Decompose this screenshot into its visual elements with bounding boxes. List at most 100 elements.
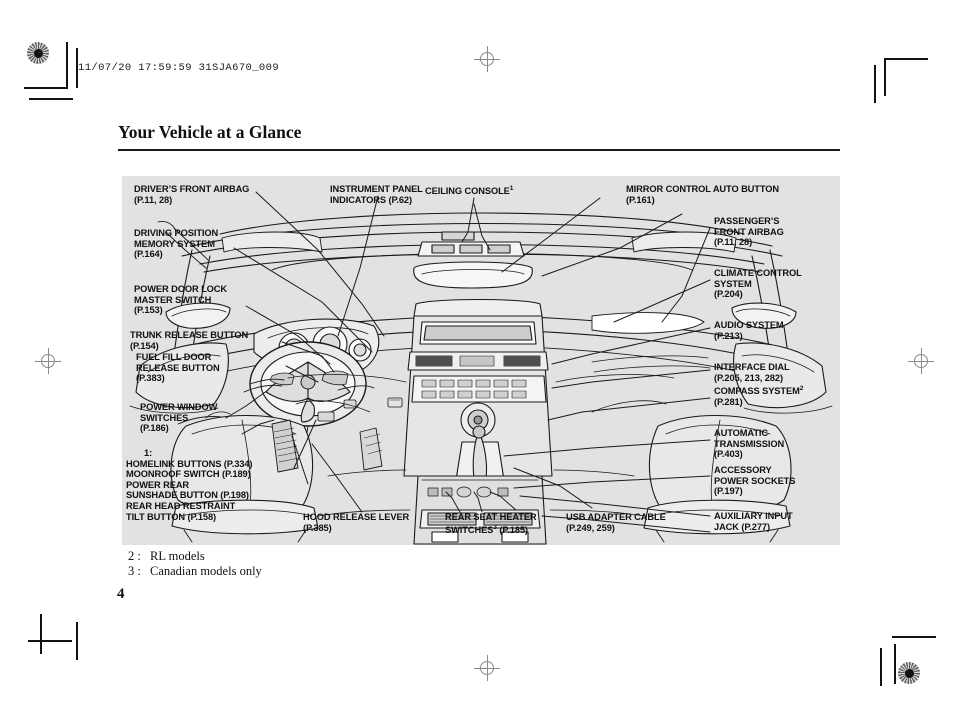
callout-line: INTERFACE DIAL: [714, 362, 790, 372]
page-number: 4: [117, 586, 125, 602]
callout-line: HOOD RELEASE LEVER: [303, 512, 410, 522]
registration-crosshair-right: [908, 348, 934, 374]
callout-line: MASTER SWITCH: [134, 294, 212, 305]
callout-power-window-switches: POWER WINDOW SWITCHES (P.186): [140, 402, 217, 434]
callout-mirror-control-auto-button: MIRROR CONTROL AUTO BUTTON (P.161): [626, 184, 779, 205]
callout-line: MIRROR CONTROL AUTO BUTTON: [626, 184, 780, 194]
callout-automatic-transmission: AUTOMATIC TRANSMISSION (P.403): [714, 428, 784, 460]
callout-line: INDICATORS (P.62): [330, 194, 412, 205]
crop-mark-top-right-bar: [874, 65, 876, 103]
callout-line: (P.249, 259): [566, 522, 615, 533]
callout-accessory-power-sockets: ACCESSORY POWER SOCKETS (P.197): [714, 465, 795, 497]
callout-interface-dial: INTERFACE DIAL (P.205, 213, 282): [714, 362, 790, 383]
footnote-number: 3 :: [128, 564, 141, 578]
callout-line: DRIVER’S FRONT AIRBAG: [134, 184, 250, 194]
callout-trunk-release-button: TRUNK RELEASE BUTTON (P.154): [130, 330, 248, 351]
callout-page-ref: (P.185): [499, 524, 528, 535]
page-title: Your Vehicle at a Glance: [118, 122, 302, 142]
callout-line: INSTRUMENT PANEL: [330, 184, 423, 194]
callout-line: TRUNK RELEASE BUTTON: [130, 330, 249, 340]
crop-mark-bottom-right-bar: [880, 648, 882, 686]
callout-driving-position-memory-system: DRIVING POSITION MEMORY SYSTEM (P.164): [134, 228, 218, 260]
callout-rear-seat-heater-switches: REAR SEAT HEATER SWITCHES3 (P.185): [445, 512, 537, 535]
callout-line: (P.154): [130, 340, 159, 351]
footnote-text: Canadian models only: [150, 564, 262, 578]
callout-line: TRANSMISSION: [714, 438, 785, 449]
callout-line: HOMELINK BUTTONS (P.334): [126, 458, 253, 469]
callout-hood-release-lever: HOOD RELEASE LEVER (P.385): [303, 512, 409, 533]
callout-line: AUXILIARY INPUT: [714, 511, 793, 521]
callout-usb-adapter-cable: USB ADAPTER CABLE (P.249, 259): [566, 512, 666, 533]
vehicle-interior-illustration: [129, 191, 833, 545]
footnote-marker-1: 1: [509, 185, 514, 192]
callout-line: DRIVING POSITION: [134, 228, 219, 238]
callout-line: POWER REAR: [126, 479, 190, 490]
callout-line: (P.164): [134, 249, 163, 260]
callout-line: USB ADAPTER CABLE: [566, 512, 666, 522]
callout-ceiling-console: CEILING CONSOLE1: [425, 184, 513, 197]
callout-line: SWITCHES: [140, 412, 189, 423]
crop-mark-bottom-right-vertical: [894, 644, 896, 684]
footnote-marker-2: 2: [799, 385, 804, 392]
callout-line: POWER WINDOW: [140, 402, 218, 412]
callout-group-one: 1: HOMELINK BUTTONS (P.334) MOONROOF SWI…: [126, 448, 253, 522]
callout-line: FUEL FILL DOOR: [136, 352, 212, 362]
callout-line: (P.153): [134, 305, 163, 316]
callout-line: SWITCHES3 (P.185): [445, 523, 537, 536]
crop-mark-top-right-vertical: [884, 58, 886, 96]
callout-line: (P.11, 28): [134, 194, 173, 205]
callout-line: TILT BUTTON (P.158): [126, 511, 217, 522]
callout-line: (P.385): [303, 522, 332, 533]
callout-compass-system: COMPASS SYSTEM2 (P.281): [714, 384, 803, 407]
crop-mark-bottom-left-horizontal: [28, 640, 72, 642]
crop-mark-bottom-left-vertical: [40, 614, 42, 654]
callout-line: MEMORY SYSTEM: [134, 238, 215, 249]
callout-line: MOONROOF SWITCH (P.189): [126, 469, 251, 480]
callout-power-door-lock-master-switch: POWER DOOR LOCK MASTER SWITCH (P.153): [134, 284, 227, 316]
registration-crosshair-top-center: [474, 46, 500, 72]
callout-line: SUNSHADE BUTTON (P.198): [126, 490, 249, 501]
crop-mark-top-left-vertical: [66, 42, 68, 88]
callout-line: JACK (P.277): [714, 521, 770, 532]
callout-line: AUTOMATIC: [714, 428, 769, 438]
callout-line: (P.281): [714, 396, 743, 407]
callout-line: CLIMATE CONTROL: [714, 268, 802, 278]
registration-target-bottom-right: [898, 662, 920, 684]
callout-text: SWITCHES: [445, 524, 494, 535]
callout-fuel-fill-door-release-button: FUEL FILL DOOR RELEASE BUTTON (P.383): [136, 352, 220, 384]
crop-mark-top-right-horizontal: [884, 58, 928, 60]
callout-line: COMPASS SYSTEM2: [714, 384, 803, 397]
callout-climate-control-system: CLIMATE CONTROL SYSTEM (P.204): [714, 268, 802, 300]
callout-line: CEILING CONSOLE1: [425, 184, 513, 197]
callout-line: (P.213): [714, 330, 743, 341]
footnote-text: RL models: [150, 549, 205, 563]
crop-mark-bottom-right-horizontal: [892, 636, 936, 638]
callout-line: (P.204): [714, 289, 743, 300]
footnote-list: 2 : RL models 3 : Canadian models only: [128, 549, 262, 579]
callout-line: (P.161): [626, 194, 655, 205]
callout-line: (P.197): [714, 486, 743, 497]
callout-drivers-front-airbag: DRIVER’S FRONT AIRBAG (P.11, 28): [134, 184, 249, 205]
vehicle-diagram-panel: DRIVER’S FRONT AIRBAG (P.11, 28) DRIVING…: [122, 176, 840, 545]
registration-crosshair-left: [35, 348, 61, 374]
callout-line: FRONT AIRBAG: [714, 226, 784, 237]
callout-group-marker: 1:: [144, 448, 153, 458]
callout-audio-system: AUDIO SYSTEM (P.213): [714, 320, 784, 341]
callout-line: RELEASE BUTTON: [136, 362, 220, 373]
callout-instrument-panel-indicators: INSTRUMENT PANEL INDICATORS (P.62): [330, 184, 423, 205]
footnote-marker-3: 3: [493, 523, 497, 531]
callout-line: ACCESSORY: [714, 465, 772, 475]
crop-mark-top-left-bar: [76, 48, 78, 88]
footnote-row: 3 : Canadian models only: [128, 564, 262, 579]
print-slug: 11/07/20 17:59:59 31SJA670_009: [78, 62, 280, 74]
callout-line: SYSTEM: [714, 278, 752, 289]
callout-line: POWER SOCKETS: [714, 475, 796, 486]
callout-passengers-front-airbag: PASSENGER’S FRONT AIRBAG (P.11, 28): [714, 216, 784, 248]
callout-line: REAR SEAT HEATER: [445, 512, 537, 522]
registration-crosshair-bottom-center: [474, 655, 500, 681]
callout-line: AUDIO SYSTEM: [714, 320, 784, 330]
callout-line: REAR HEAD RESTRAINT: [126, 500, 236, 511]
footnote-number: 2 :: [128, 549, 141, 563]
callout-text: CEILING CONSOLE: [425, 186, 510, 197]
